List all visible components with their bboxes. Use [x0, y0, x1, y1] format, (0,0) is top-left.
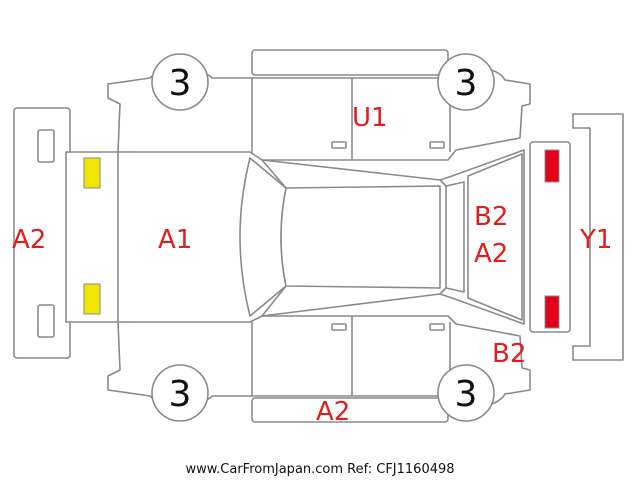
watermark-text: www.CarFromJapan.com Ref: CFJ1160498 [185, 462, 454, 477]
top-roof-rail [251, 49, 449, 76]
taillight-left-marker [544, 295, 560, 329]
headlight-left-marker [83, 283, 101, 315]
taillight-right-marker [544, 149, 560, 183]
wheel-rear-left-grade: 3 [455, 374, 478, 415]
front-bumper-code: A2 [12, 225, 46, 255]
headlight-right-marker [83, 157, 101, 189]
wheel-rear-left: 3 [437, 364, 495, 422]
top-view-body [65, 141, 571, 333]
rear-panel-code-2: A2 [474, 239, 508, 269]
wheel-front-left-grade: 3 [169, 374, 192, 415]
rear-corner-code: B2 [492, 339, 526, 369]
hood-code: A1 [158, 225, 192, 255]
right-side-code: U1 [352, 103, 388, 133]
wheel-rear-right-grade: 3 [455, 63, 478, 104]
wheel-front-right-grade: 3 [169, 63, 192, 104]
rear-bumper [572, 113, 624, 361]
rear-panel-code-1: B2 [474, 202, 508, 232]
left-side-code: A2 [316, 397, 350, 427]
wheel-front-right: 3 [151, 53, 209, 111]
wheel-front-left: 3 [151, 364, 209, 422]
wheel-rear-right: 3 [437, 53, 495, 111]
rear-bumper-code: Y1 [579, 225, 612, 255]
